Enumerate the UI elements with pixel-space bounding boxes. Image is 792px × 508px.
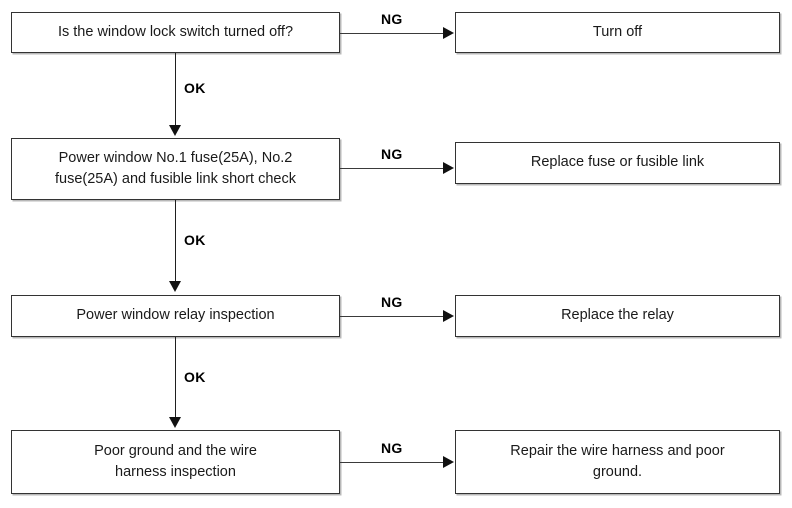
action-box-replace-fuse: Replace fuse or fusible link [455,142,780,184]
check-box-relay-inspection-label: Power window relay inspection [76,307,275,324]
ng-arrowhead-2 [443,162,454,174]
check-box-fuse-short-check: Power window No.1 fuse(25A), No.2 fuse(2… [11,138,340,200]
ng-connector-line-4 [340,462,444,463]
ok-arrowhead-3 [169,417,181,428]
check-box-window-lock-switch: Is the window lock switch turned off? [11,12,340,53]
ng-label-1: NG [381,11,403,27]
ok-connector-line-2 [175,200,176,282]
action-box-turn-off: Turn off [455,12,780,53]
ng-label-3: NG [381,294,403,310]
ok-arrowhead-1 [169,125,181,136]
action-box-replace-relay-label: Replace the relay [561,307,674,324]
ng-connector-line-3 [340,316,444,317]
ok-label-1: OK [184,80,206,96]
check-box-window-lock-switch-label: Is the window lock switch turned off? [57,23,294,40]
ok-connector-line-1 [175,53,176,126]
ng-arrowhead-4 [443,456,454,468]
check-box-relay-inspection: Power window relay inspection [11,295,340,337]
ng-label-4: NG [381,440,403,456]
ng-arrowhead-1 [443,27,454,39]
ng-label-2: NG [381,146,403,162]
ng-connector-line-2 [340,168,444,169]
ng-arrowhead-3 [443,310,454,322]
ok-connector-line-3 [175,337,176,418]
action-box-turn-off-label: Turn off [592,23,643,40]
action-box-repair-harness: Repair the wire harness and poor ground. [455,430,780,494]
check-box-ground-harness-inspection: Poor ground and the wire harness inspect… [11,430,340,494]
ok-arrowhead-2 [169,281,181,292]
ok-label-3: OK [184,369,206,385]
check-box-fuse-short-check-label: Power window No.1 fuse(25A), No.2 fuse(2… [55,149,296,187]
check-box-ground-harness-inspection-label: Poor ground and the wire harness inspect… [94,442,257,480]
action-box-replace-relay: Replace the relay [455,295,780,337]
ng-connector-line-1 [340,33,444,34]
action-box-replace-fuse-label: Replace fuse or fusible link [530,154,705,171]
action-box-repair-harness-label: Repair the wire harness and poor ground. [510,442,725,480]
ok-label-2: OK [184,232,206,248]
